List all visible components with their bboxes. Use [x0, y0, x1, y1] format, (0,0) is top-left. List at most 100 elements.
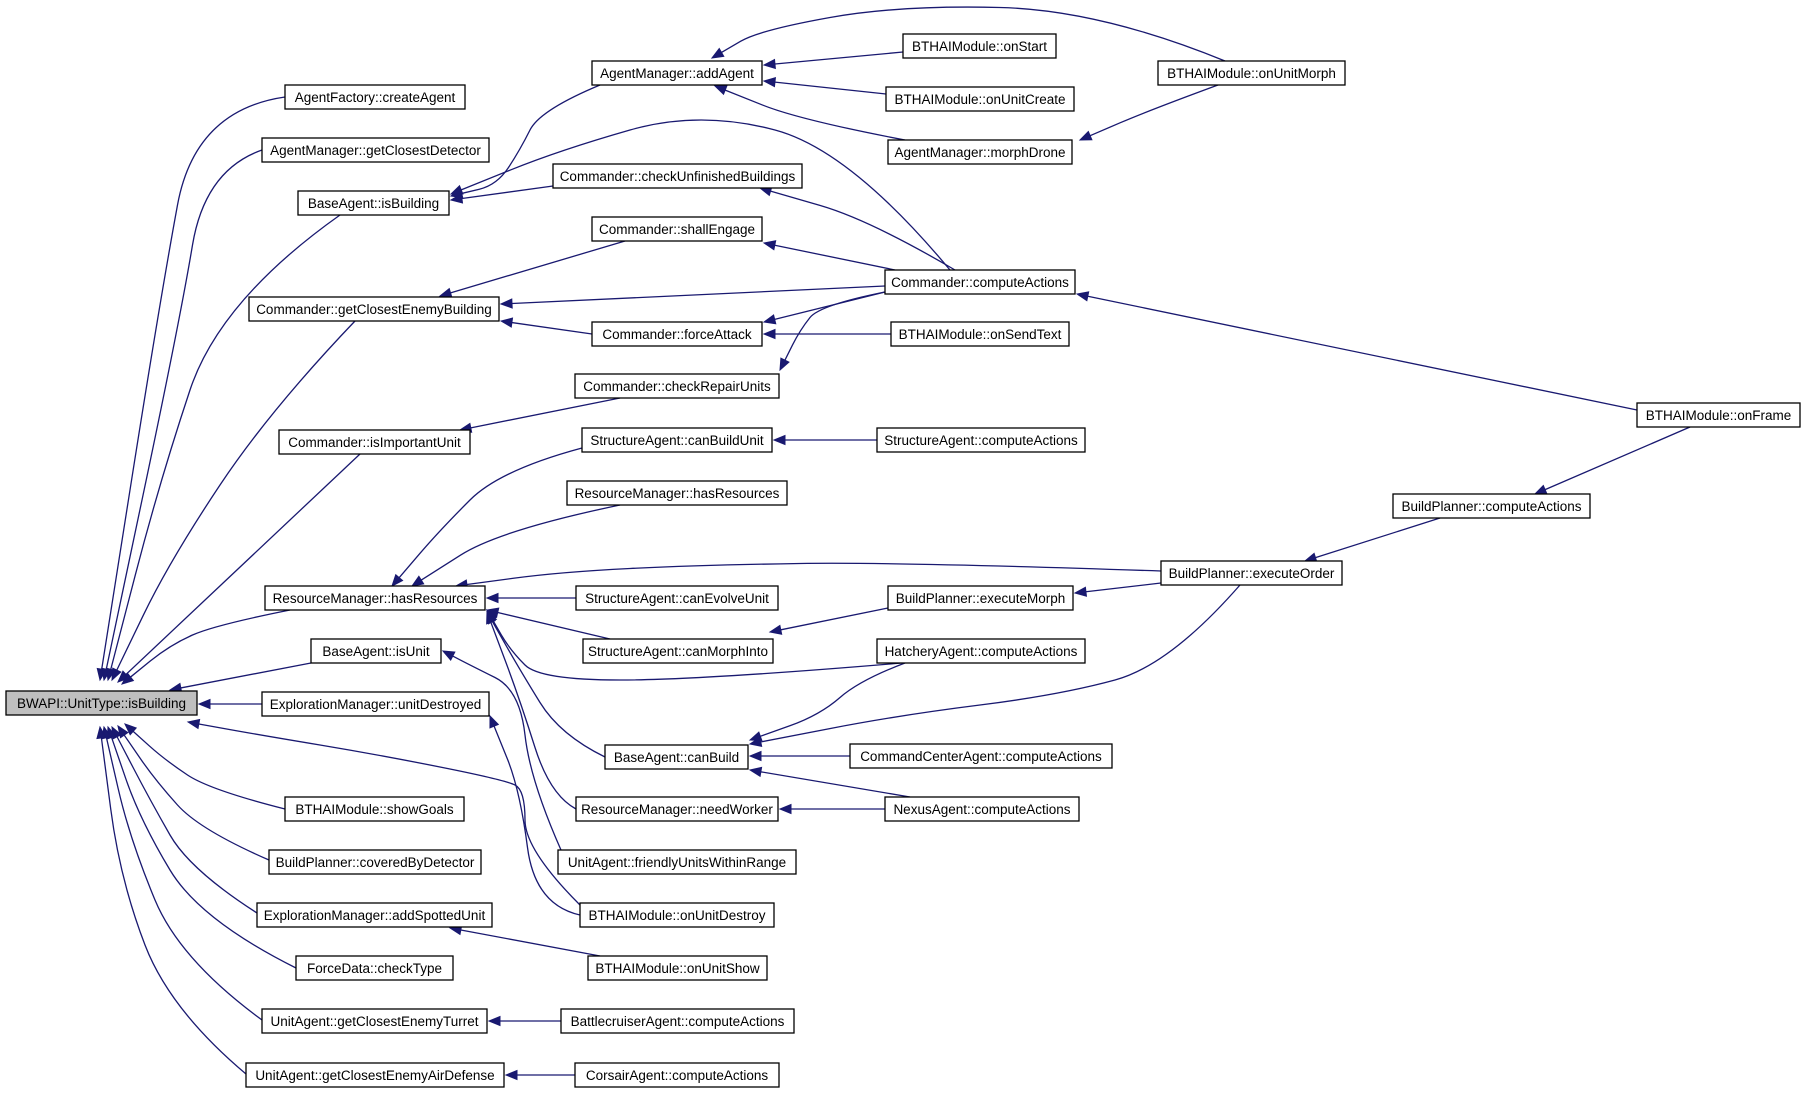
node-box [566, 480, 788, 506]
arrowhead-icon [487, 1015, 501, 1027]
node-am_add[interactable]: AgentManager::addAgent [591, 60, 763, 86]
node-em_spotted[interactable]: ExplorationManager::addSpottedUnit [256, 902, 493, 928]
node-bm_morph[interactable]: BTHAIModule::onUnitMorph [1157, 60, 1346, 86]
node-bp_morph[interactable]: BuildPlanner::executeMorph [887, 585, 1074, 611]
arrowhead-icon [449, 193, 464, 204]
node-bm_sendtext[interactable]: BTHAIModule::onSendText [890, 321, 1070, 347]
node-box [885, 86, 1075, 112]
node-label: ForceData::checkType [307, 961, 442, 976]
edge-cmd_repair-to-cmd_important [458, 397, 621, 433]
node-root[interactable]: BWAPI::UnitType::isBuilding [5, 690, 198, 716]
node-ba_isunit[interactable]: BaseAgent::isUnit [310, 638, 442, 664]
node-cmd_unfinished[interactable]: Commander::checkUnfinishedBuildings [552, 163, 803, 189]
node-label: ResourceManager::hasResources [575, 486, 780, 501]
arrowhead-icon [111, 667, 122, 682]
node-sa_evolve[interactable]: StructureAgent::canEvolveUnit [575, 585, 779, 611]
arrowhead-icon [748, 750, 762, 762]
node-cmd_force[interactable]: Commander::forceAttack [591, 321, 763, 347]
node-ua_airdef[interactable]: UnitAgent::getClosestEnemyAirDefense [245, 1062, 505, 1088]
node-label: HatcheryAgent::computeActions [885, 644, 1078, 659]
node-bm_create[interactable]: BTHAIModule::onUnitCreate [885, 86, 1075, 112]
node-bp_order[interactable]: BuildPlanner::executeOrder [1160, 560, 1343, 586]
edge-cmd_unfinished-to-ba_isbuilding [449, 185, 554, 204]
node-box [887, 139, 1073, 165]
node-bm_destroy[interactable]: BTHAIModule::onUnitDestroy [579, 902, 775, 928]
node-cmd_important[interactable]: Commander::isImportantUnit [278, 429, 471, 455]
node-box [1636, 402, 1801, 428]
node-label: BuildPlanner::executeOrder [1169, 566, 1335, 581]
arrowhead-icon [779, 357, 790, 372]
node-rm_has[interactable]: ResourceManager::hasResources [264, 585, 486, 611]
arrowhead-icon [197, 698, 211, 710]
arrowhead-icon [391, 573, 404, 588]
edges-layer [96, 6, 1691, 1081]
node-box [890, 321, 1070, 347]
node-label: BTHAIModule::onUnitCreate [894, 92, 1065, 107]
node-ba_canbuild[interactable]: BaseAgent::canBuild [604, 744, 749, 770]
node-am_drone[interactable]: AgentManager::morphDrone [887, 139, 1073, 165]
node-bp_compute[interactable]: BuildPlanner::computeActions [1392, 493, 1591, 519]
edge-bp_order-to-ba_canbuild [748, 584, 1241, 747]
arrowhead-icon [710, 47, 725, 59]
node-ha_compute[interactable]: HatcheryAgent::computeActions [876, 638, 1086, 664]
node-label: BTHAIModule::onSendText [899, 327, 1062, 342]
node-cs_compute[interactable]: CorsairAgent::computeActions [574, 1062, 780, 1088]
arrowhead-icon [768, 624, 783, 635]
node-label: BaseAgent::isBuilding [308, 196, 439, 211]
node-label: CorsairAgent::computeActions [586, 1068, 769, 1083]
edge-bm_frame-to-cmd_compute [1075, 291, 1638, 411]
arrowhead-icon [762, 328, 776, 340]
edge-bm_goals-to-root [124, 723, 286, 810]
node-cmd_engage[interactable]: Commander::shallEngage [591, 216, 763, 242]
node-box [574, 373, 780, 399]
node-box [557, 849, 797, 875]
node-box [310, 638, 442, 664]
node-cmd_compute[interactable]: Commander::computeActions [884, 269, 1076, 295]
node-bm_start[interactable]: BTHAIModule::onStart [902, 33, 1057, 59]
node-label: Commander::getClosestEnemyBuilding [256, 302, 492, 317]
node-box [587, 955, 768, 981]
node-label: ExplorationManager::unitDestroyed [270, 697, 482, 712]
node-box [876, 427, 1086, 453]
edge-ua_airdef-to-root [96, 725, 247, 1075]
edge-sa_morph-to-rm_has [485, 607, 611, 640]
edge-cmd_compute-to-cmd_closest [499, 285, 886, 309]
node-af_create[interactable]: AgentFactory::createAgent [284, 84, 466, 110]
node-rm_worker[interactable]: ResourceManager::needWorker [575, 796, 779, 822]
node-cc_compute[interactable]: CommandCenterAgent::computeActions [849, 743, 1113, 769]
edge-ua_friendly-to-ba_isunit [441, 650, 562, 851]
node-bp_covered[interactable]: BuildPlanner::coveredByDetector [268, 849, 482, 875]
node-bm_goals[interactable]: BTHAIModule::showGoals [284, 796, 465, 822]
node-cmd_closest[interactable]: Commander::getClosestEnemyBuilding [248, 296, 500, 322]
node-bc_compute[interactable]: BattlecruiserAgent::computeActions [560, 1008, 795, 1034]
node-label: UnitAgent::getClosestEnemyTurret [270, 1014, 478, 1029]
edge-na_compute-to-ba_canbuild [748, 766, 911, 798]
node-box [256, 902, 493, 928]
node-sa_canbuild[interactable]: StructureAgent::canBuildUnit [581, 427, 773, 453]
node-bm_frame[interactable]: BTHAIModule::onFrame [1636, 402, 1801, 428]
node-box [268, 849, 482, 875]
node-sa_morph[interactable]: StructureAgent::canMorphInto [582, 638, 774, 664]
arrowhead-icon [1533, 484, 1548, 495]
node-am_detector[interactable]: AgentManager::getClosestDetector [261, 137, 490, 163]
arrowhead-icon [499, 298, 513, 309]
node-na_compute[interactable]: NexusAgent::computeActions [884, 796, 1080, 822]
edge-cmd_force-to-cmd_closest [499, 317, 593, 335]
node-box [1157, 60, 1346, 86]
node-bm_show[interactable]: BTHAIModule::onUnitShow [587, 955, 768, 981]
node-ua_turret[interactable]: UnitAgent::getClosestEnemyTurret [261, 1008, 488, 1034]
node-ba_isbuilding[interactable]: BaseAgent::isBuilding [297, 190, 450, 216]
node-box [884, 796, 1080, 822]
node-fd_check[interactable]: ForceData::checkType [295, 955, 454, 981]
edge-cmd_compute-to-cmd_engage [762, 240, 896, 271]
node-sa_compute[interactable]: StructureAgent::computeActions [876, 427, 1086, 453]
node-box [591, 321, 763, 347]
node-label: ResourceManager::hasResources [273, 591, 478, 606]
node-box [887, 585, 1074, 611]
node-rm_has2[interactable]: ResourceManager::hasResources [566, 480, 788, 506]
node-ua_friendly[interactable]: UnitAgent::friendlyUnitsWithinRange [557, 849, 797, 875]
arrowhead-icon [778, 803, 792, 815]
node-em_destroyed[interactable]: ExplorationManager::unitDestroyed [261, 691, 490, 717]
node-cmd_repair[interactable]: Commander::checkRepairUnits [574, 373, 780, 399]
arrowhead-icon [748, 736, 763, 747]
